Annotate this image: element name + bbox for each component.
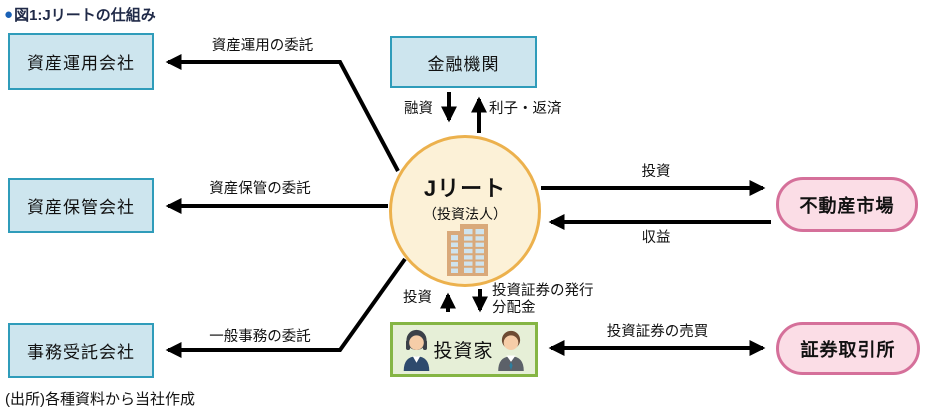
title-bullet-icon: ● bbox=[4, 6, 14, 23]
arrow-asset-management-delegation bbox=[165, 54, 400, 172]
edge-label-distribution: 分配金 bbox=[492, 300, 536, 316]
node-asset-custody-company: 資産保管会社 bbox=[8, 178, 154, 233]
figure-title: ● 図1:Jリートの仕組み bbox=[4, 4, 156, 25]
edge-label-investment-to-market: 投資 bbox=[641, 164, 671, 180]
edge-label-interest-repayment: 利子・返済 bbox=[489, 101, 562, 117]
jreit-subtitle: （投資法人） bbox=[423, 206, 507, 222]
edge-label-revenue: 収益 bbox=[641, 230, 671, 246]
edge-label-investment-from-investors: 投資 bbox=[403, 290, 432, 306]
node-stock-exchange: 証券取引所 bbox=[776, 322, 920, 375]
woman-icon bbox=[403, 329, 430, 371]
edge-label-asset-custody-delegation: 資産保管の委託 bbox=[209, 181, 311, 197]
man-icon bbox=[498, 330, 524, 371]
node-admin-trustee-company: 事務受託会社 bbox=[8, 323, 154, 378]
edge-label-securities-issuance-block: 投資証券の発行 分配金 bbox=[492, 283, 594, 317]
node-real-estate-market: 不動産市場 bbox=[776, 177, 918, 232]
figure-title-text: 図1:Jリートの仕組み bbox=[14, 7, 156, 24]
source-note: (出所)各種資料から当社作成 bbox=[5, 391, 195, 408]
node-asset-management-company: 資産運用会社 bbox=[8, 33, 154, 90]
jreit-name: Jリート bbox=[423, 176, 507, 201]
edge-label-general-affairs-delegation: 一般事務の委託 bbox=[209, 329, 311, 345]
investors-label: 投資家 bbox=[433, 341, 494, 362]
edge-label-securities-issuance: 投資証券の発行 bbox=[492, 283, 594, 299]
edge-label-asset-management-delegation: 資産運用の委託 bbox=[211, 38, 314, 54]
arrow-general-affairs-delegation bbox=[165, 257, 407, 358]
building-icon bbox=[442, 224, 494, 276]
edge-label-securities-trading: 投資証券の売買 bbox=[606, 324, 709, 340]
edge-label-loan: 融資 bbox=[404, 101, 433, 117]
node-investors: 投資家 bbox=[390, 322, 538, 377]
node-jreit-investment-corporation: Jリート （投資法人） bbox=[389, 135, 541, 287]
node-financial-institution: 金融機関 bbox=[390, 36, 537, 88]
